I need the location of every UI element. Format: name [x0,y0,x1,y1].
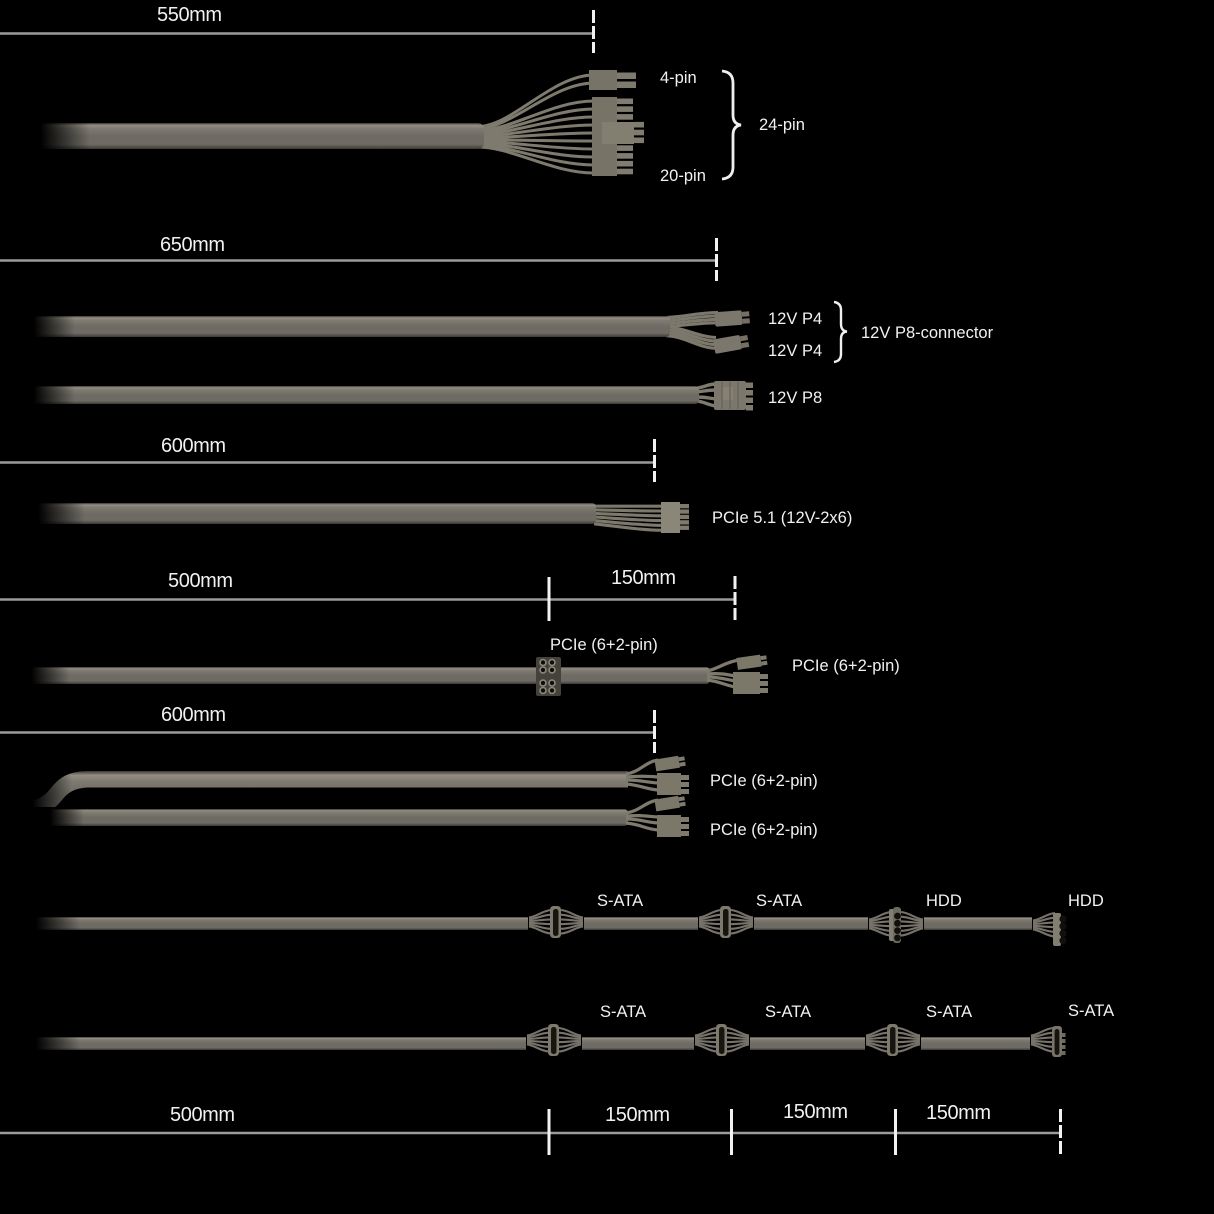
svg-text:20-pin: 20-pin [660,167,706,185]
svg-text:S-ATA: S-ATA [1068,1002,1114,1020]
svg-text:S-ATA: S-ATA [926,1003,972,1021]
svg-text:4-pin: 4-pin [660,69,697,87]
svg-text:500mm: 500mm [170,1104,235,1126]
svg-text:150mm: 150mm [611,567,676,589]
svg-text:HDD: HDD [926,892,962,910]
svg-text:12V P8-connector: 12V P8-connector [861,324,994,342]
svg-text:PCIe (6+2-pin): PCIe (6+2-pin) [550,636,658,654]
svg-text:150mm: 150mm [783,1101,848,1123]
svg-text:PCIe (6+2-pin): PCIe (6+2-pin) [710,821,818,839]
svg-text:500mm: 500mm [168,570,233,592]
svg-text:12V P4: 12V P4 [768,310,822,328]
svg-text:S-ATA: S-ATA [756,892,802,910]
svg-text:650mm: 650mm [160,234,225,256]
svg-text:PCIe (6+2-pin): PCIe (6+2-pin) [710,772,818,790]
svg-text:600mm: 600mm [161,435,226,457]
svg-text:S-ATA: S-ATA [765,1003,811,1021]
svg-text:HDD: HDD [1068,892,1104,910]
svg-text:550mm: 550mm [157,4,222,26]
svg-text:PCIe 5.1 (12V-2x6): PCIe 5.1 (12V-2x6) [712,509,852,527]
svg-text:PCIe (6+2-pin): PCIe (6+2-pin) [792,657,900,675]
svg-text:24-pin: 24-pin [759,116,805,134]
svg-text:S-ATA: S-ATA [597,892,643,910]
svg-text:12V P4: 12V P4 [768,342,822,360]
svg-text:12V P8: 12V P8 [768,389,822,407]
svg-text:150mm: 150mm [605,1104,670,1126]
svg-text:150mm: 150mm [926,1102,991,1124]
svg-text:S-ATA: S-ATA [600,1003,646,1021]
svg-text:600mm: 600mm [161,704,226,726]
